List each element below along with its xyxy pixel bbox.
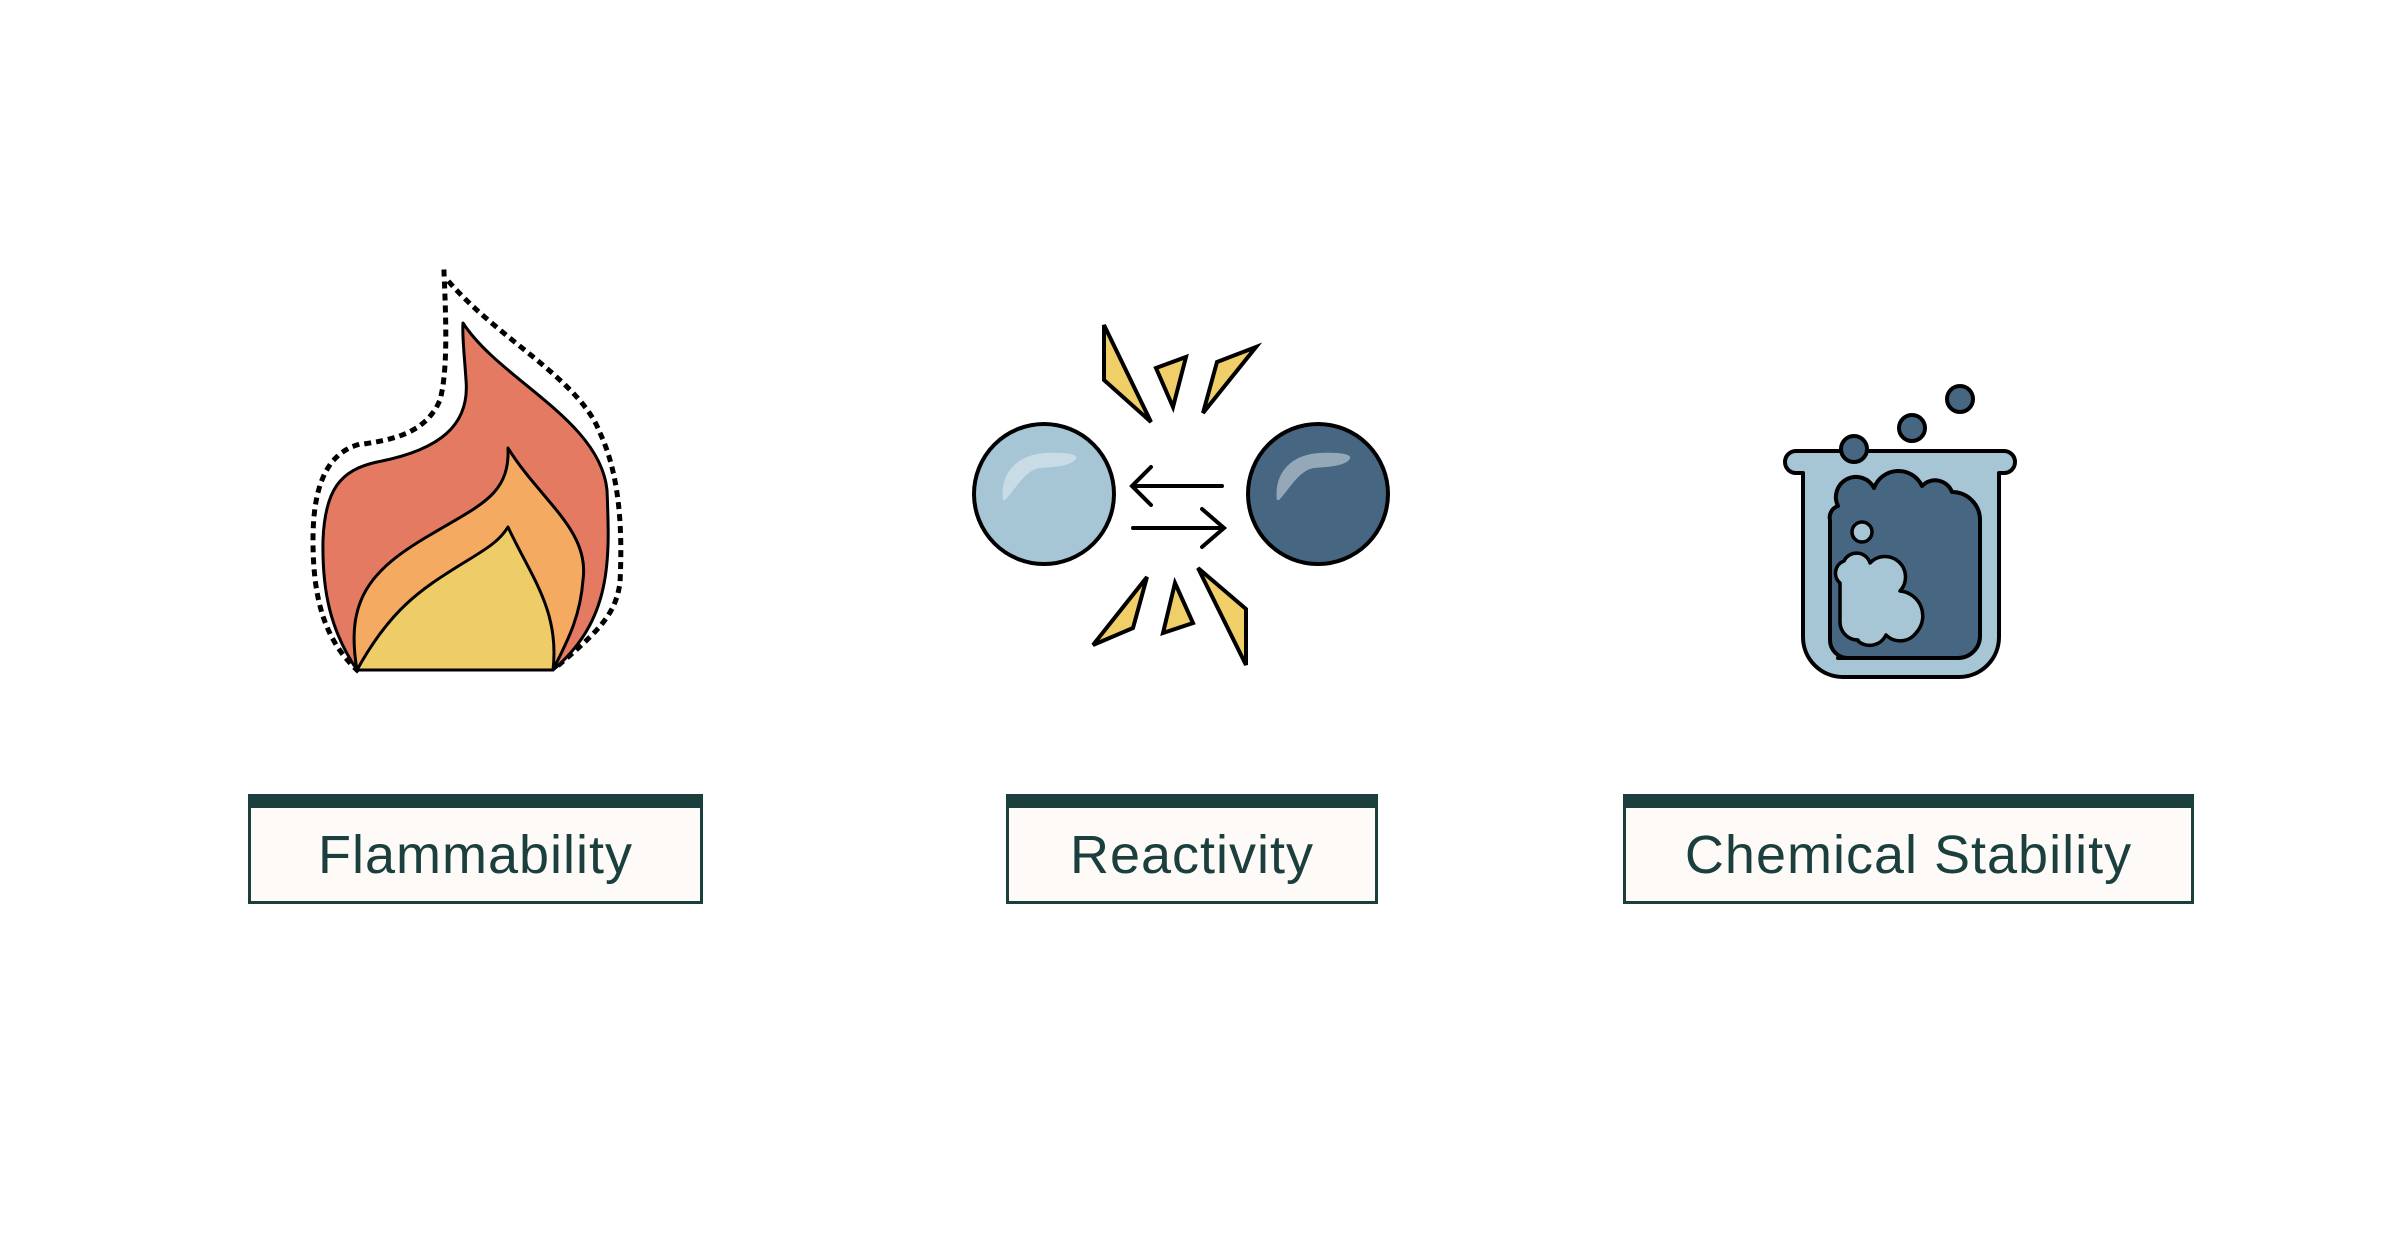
particle-dark bbox=[1246, 422, 1390, 566]
liquid-foam bbox=[1833, 551, 1925, 648]
bubble bbox=[1945, 384, 1975, 414]
flame-heat-outline bbox=[310, 269, 624, 674]
particle-light bbox=[972, 422, 1116, 566]
shards-icon bbox=[1091, 324, 1263, 666]
bubbling-beaker-icon bbox=[1783, 384, 2017, 679]
flame-icon bbox=[310, 269, 624, 674]
bubble bbox=[1839, 434, 1869, 464]
inner-bubble bbox=[1850, 520, 1874, 544]
reactivity-label: Reactivity bbox=[1006, 794, 1378, 904]
colliding-particles-icon bbox=[972, 324, 1390, 666]
label-text: Flammability bbox=[317, 824, 634, 885]
bubble bbox=[1897, 413, 1927, 443]
exchange-arrows-icon bbox=[1129, 465, 1228, 549]
flame-inner bbox=[355, 525, 556, 672]
label-text: Reactivity bbox=[1069, 824, 1315, 885]
chemical-stability-label: Chemical Stability bbox=[1623, 794, 2194, 904]
flammability-label: Flammability bbox=[248, 794, 703, 904]
label-text: Chemical Stability bbox=[1684, 824, 2133, 885]
